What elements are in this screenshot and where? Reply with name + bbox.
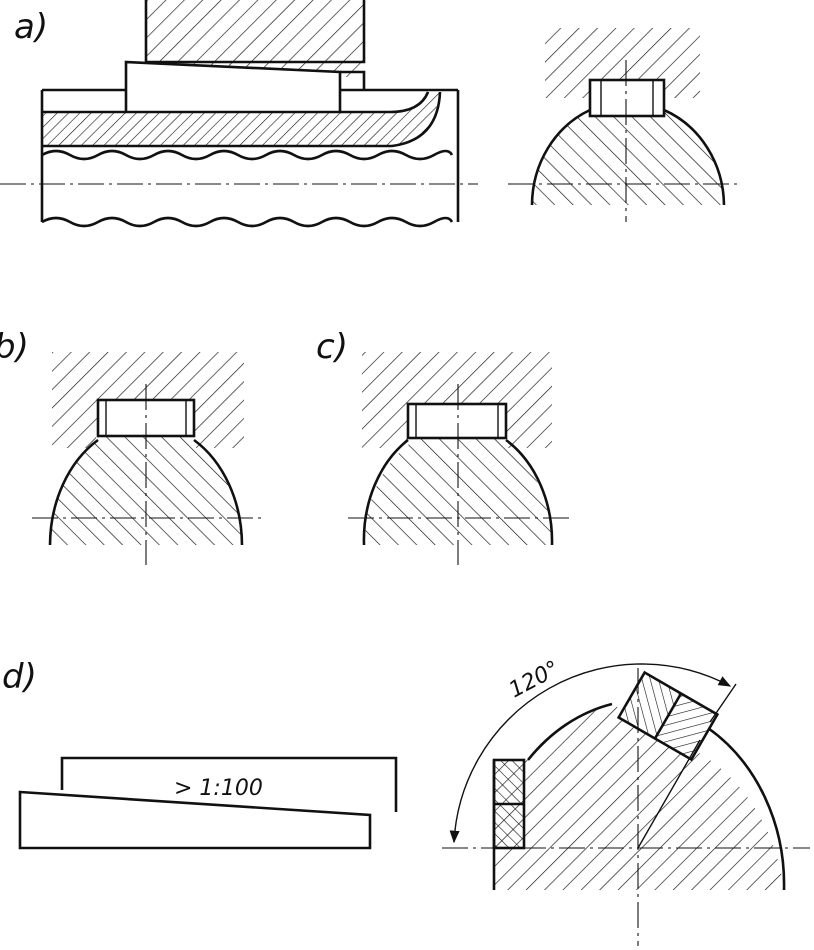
upper-key-fill [62,758,396,812]
shaft-section [532,101,724,205]
panel-b-label: b) [0,327,29,367]
angle-label: 120° [505,656,564,703]
panel-d: d) > 1:100 [2,656,810,946]
extension-line [709,683,737,723]
angle-dimension-arc [449,663,732,844]
panel-c: c) [316,327,570,565]
shaft-section-outline [48,438,244,546]
key-section-fill [408,404,506,438]
hub-outline [144,0,366,64]
break-line-lower [41,216,454,228]
tapered-key [124,60,342,114]
keyway-groove [42,92,440,146]
panel-d-label: d) [2,657,37,697]
key-gap [340,70,366,90]
tapered-key-fill [126,62,340,112]
lower-key [18,790,372,850]
taper-ratio-label: > 1:100 [174,776,263,801]
panel-d-cross-section: 120° [442,656,810,946]
upper-key [60,756,398,812]
tapered-keys: > 1:100 [18,756,398,850]
panel-c-label: c) [316,327,348,367]
shaft-section-outline [362,438,554,546]
break-line-upper [41,149,454,161]
keyway-groove-top [42,91,430,114]
key-section-fill [590,80,664,116]
panel-b: b) [0,327,262,565]
key-section [406,402,508,440]
panel-a-cross-section [508,28,740,222]
shaft-section-outline [530,108,726,206]
panel-a-long-section [0,0,478,228]
shaft-section [494,704,784,890]
panel-a-label: a) [14,7,48,47]
panel-a: a) [0,0,740,228]
keyway-groove-bottom [42,91,442,148]
key-section [588,78,666,118]
